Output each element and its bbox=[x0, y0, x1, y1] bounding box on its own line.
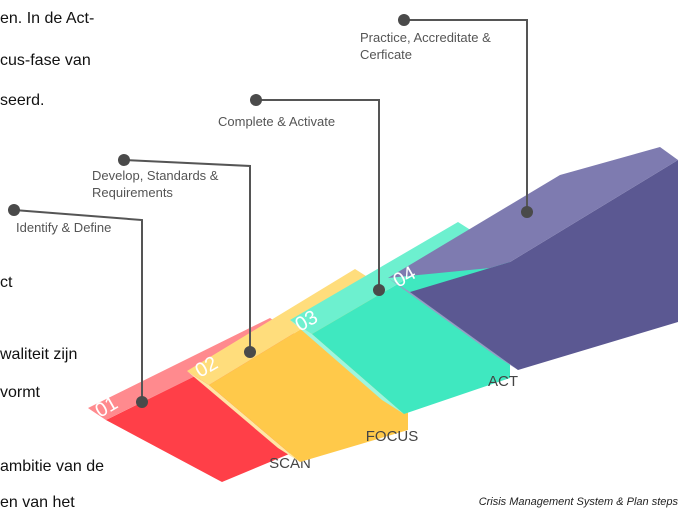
step-left-face bbox=[290, 320, 404, 414]
phase-label: ACT bbox=[488, 373, 518, 390]
callout-anchor-dot bbox=[136, 396, 148, 408]
callout-anchor-dot bbox=[244, 346, 256, 358]
callout-label: Cerficate bbox=[360, 47, 412, 62]
background-text-line: en. In de Act- bbox=[0, 10, 95, 27]
step-01-callout: Identify & Define bbox=[8, 204, 148, 408]
step-left-face bbox=[388, 278, 518, 370]
figure-caption: Crisis Management System & Plan steps bbox=[478, 496, 678, 508]
step-front-face bbox=[410, 160, 678, 370]
callout-end-dot bbox=[118, 154, 130, 166]
callout-label: Identify & Define bbox=[16, 220, 111, 235]
background-text-line: vormt bbox=[0, 384, 40, 401]
background-text-line: seerd. bbox=[0, 92, 45, 109]
callout-line bbox=[256, 99, 380, 290]
callout-line bbox=[404, 19, 528, 212]
callout-end-dot bbox=[8, 204, 20, 216]
callout-end-dot bbox=[398, 14, 410, 26]
callout-line bbox=[13, 209, 143, 402]
callout-anchor-dot bbox=[373, 284, 385, 296]
background-text-line: waliteit zijn bbox=[0, 346, 78, 363]
step-04-block bbox=[388, 147, 678, 370]
callout-label: Requirements bbox=[92, 185, 173, 200]
callout-end-dot bbox=[250, 94, 262, 106]
background-text-line: ct bbox=[0, 274, 13, 291]
phase-label: FOCUS bbox=[366, 428, 419, 445]
callout-label: Complete & Activate bbox=[218, 114, 335, 129]
callout-label: Develop, Standards & bbox=[92, 168, 219, 183]
callout-line bbox=[123, 159, 251, 352]
step-03-callout: Complete & Activate bbox=[218, 94, 385, 296]
callout-anchor-dot bbox=[521, 206, 533, 218]
background-text-line: ambitie van de bbox=[0, 458, 105, 475]
step-left-face bbox=[187, 371, 300, 462]
step-top-face bbox=[290, 222, 480, 334]
callout-label: Practice, Accreditate & bbox=[360, 30, 491, 45]
background-text-line: en van het bbox=[0, 494, 75, 511]
step-top-face bbox=[388, 147, 678, 278]
step-02-callout: Develop, Standards & Requirements bbox=[92, 154, 256, 358]
background-text-line: cus-fase van bbox=[0, 52, 91, 69]
step-04-callout: Practice, Accreditate & Cerficate bbox=[360, 14, 533, 218]
